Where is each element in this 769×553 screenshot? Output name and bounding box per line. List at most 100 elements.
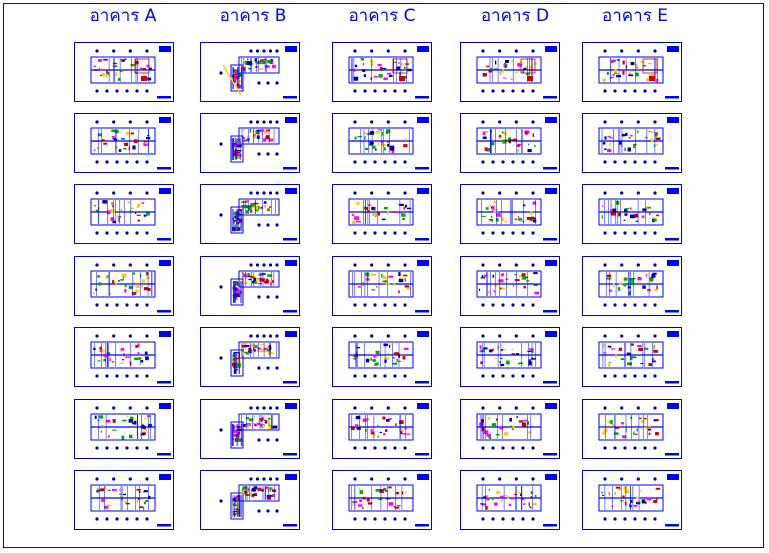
floor-sheet[interactable] xyxy=(332,113,432,173)
floor-sheet[interactable] xyxy=(582,184,682,244)
floor-sheet[interactable] xyxy=(200,399,300,459)
room-mark xyxy=(656,143,658,146)
room-mark xyxy=(112,429,117,431)
column-marker-icon xyxy=(620,406,624,410)
column-marker-icon xyxy=(353,263,357,267)
room-mark xyxy=(241,352,245,356)
floor-sheet[interactable] xyxy=(74,184,174,244)
column-marker-icon xyxy=(531,120,535,124)
floor-plan xyxy=(348,477,414,521)
floor-sheet[interactable] xyxy=(200,327,300,387)
column-marker-icon xyxy=(125,160,129,164)
floor-sheet[interactable] xyxy=(74,113,174,173)
room-mark xyxy=(490,206,493,209)
floor-sheet[interactable] xyxy=(74,327,174,387)
room-mark xyxy=(655,419,660,421)
room-mark xyxy=(379,67,383,71)
room-mark xyxy=(242,343,248,345)
floor-sheet[interactable] xyxy=(200,256,300,316)
floor-sheet[interactable] xyxy=(332,470,432,530)
floor-sheet[interactable] xyxy=(332,42,432,102)
column-marker-icon xyxy=(275,366,279,370)
room-mark xyxy=(643,427,648,429)
room-mark xyxy=(388,418,392,420)
floor-plan xyxy=(90,334,156,378)
floor-sheet[interactable] xyxy=(200,113,300,173)
room-mark xyxy=(353,76,359,81)
room-mark xyxy=(232,357,234,361)
room-mark xyxy=(132,422,136,425)
room-mark xyxy=(406,207,412,210)
room-mark xyxy=(490,67,493,70)
room-mark xyxy=(514,279,520,282)
room-mark xyxy=(623,283,627,287)
floor-sheet[interactable] xyxy=(460,470,560,530)
room-mark xyxy=(602,494,604,496)
room-mark xyxy=(492,206,495,210)
room-mark xyxy=(104,486,107,490)
floor-sheet[interactable] xyxy=(460,327,560,387)
column-marker-icon xyxy=(511,160,515,164)
floor-sheet[interactable] xyxy=(460,42,560,102)
room-mark xyxy=(97,360,101,362)
floor-sheet[interactable] xyxy=(200,42,300,102)
floor-sheet[interactable] xyxy=(74,256,174,316)
room-mark xyxy=(636,349,639,351)
floor-sheet[interactable] xyxy=(582,113,682,173)
room-mark xyxy=(400,431,403,434)
floor-sheet[interactable] xyxy=(460,184,560,244)
scale-bar-icon xyxy=(415,310,429,313)
column-marker-icon xyxy=(112,334,116,338)
floor-sheet[interactable] xyxy=(74,42,174,102)
room-mark xyxy=(114,146,118,149)
room-mark xyxy=(489,205,494,207)
room-mark xyxy=(234,513,239,515)
column-marker-icon xyxy=(603,374,607,378)
room-mark xyxy=(480,276,485,279)
floor-sheet[interactable] xyxy=(460,256,560,316)
column-marker-icon xyxy=(95,303,99,307)
room-mark xyxy=(111,136,115,138)
room-mark xyxy=(253,415,256,419)
room-mark xyxy=(251,488,257,492)
column-marker-icon xyxy=(95,49,99,53)
floor-sheet[interactable] xyxy=(460,113,560,173)
floor-sheet[interactable] xyxy=(332,399,432,459)
floor-sheet[interactable] xyxy=(582,256,682,316)
column-marker-icon xyxy=(653,89,657,93)
floor-sheet[interactable] xyxy=(582,470,682,530)
room-mark xyxy=(247,205,252,207)
room-mark xyxy=(235,212,237,214)
room-mark xyxy=(105,275,108,280)
floor-sheet[interactable] xyxy=(332,256,432,316)
column-marker-icon xyxy=(353,49,357,53)
floor-sheet[interactable] xyxy=(460,399,560,459)
room-mark xyxy=(383,206,388,210)
floor-sheet[interactable] xyxy=(332,184,432,244)
room-mark xyxy=(129,416,134,420)
room-mark xyxy=(119,489,121,491)
room-mark xyxy=(101,498,105,502)
room-mark xyxy=(509,425,512,428)
floor-sheet[interactable] xyxy=(200,470,300,530)
room-mark xyxy=(121,59,125,62)
column-marker-icon xyxy=(95,160,99,164)
floor-sheet[interactable] xyxy=(74,399,174,459)
room-mark xyxy=(646,78,650,82)
column-marker-icon xyxy=(498,334,502,338)
floor-sheet[interactable] xyxy=(74,470,174,530)
floor-sheet[interactable] xyxy=(200,184,300,244)
plan-wing xyxy=(230,278,244,306)
floor-sheet[interactable] xyxy=(582,42,682,102)
room-mark xyxy=(269,488,271,492)
room-mark xyxy=(121,435,125,440)
column-marker-icon xyxy=(257,366,261,370)
floor-sheet[interactable] xyxy=(582,327,682,387)
floor-sheet[interactable] xyxy=(332,327,432,387)
title-block-icon xyxy=(667,403,679,409)
column-marker-icon xyxy=(501,446,505,450)
room-mark xyxy=(618,287,621,291)
room-mark xyxy=(105,75,107,77)
floor-sheet[interactable] xyxy=(582,399,682,459)
room-mark xyxy=(237,147,240,150)
